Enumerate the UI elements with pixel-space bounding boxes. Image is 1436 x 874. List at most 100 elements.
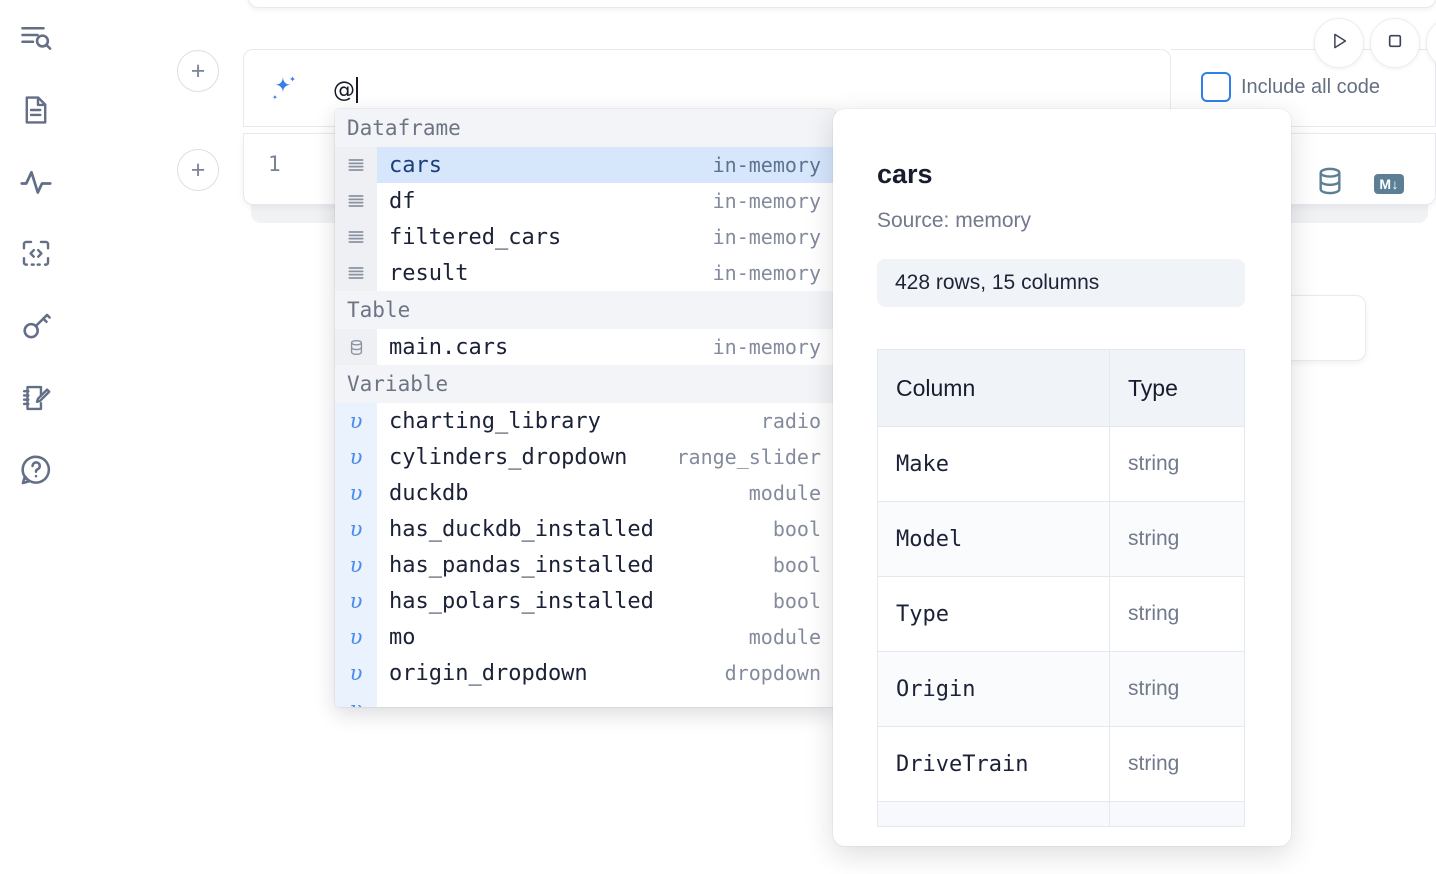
- detail-title: cars: [877, 159, 933, 189]
- autocomplete-item-name: df: [389, 188, 416, 214]
- autocomplete-group-header: Table: [335, 291, 835, 329]
- variable-upsilon-icon: υ: [335, 403, 377, 439]
- autocomplete-item-type: bool: [772, 589, 821, 613]
- stop-square-icon: [1384, 30, 1406, 57]
- sidebar-item-secrets[interactable]: [14, 304, 58, 348]
- text-caret: [356, 77, 358, 103]
- detail-column-name: Origin: [878, 652, 1110, 726]
- detail-column-name: Type: [878, 577, 1110, 651]
- include-all-code-checkbox[interactable]: [1201, 72, 1231, 102]
- autocomplete-item-body: result in-memory: [377, 255, 835, 291]
- autocomplete-group-header: Dataframe: [335, 109, 835, 147]
- detail-column-type: string: [1128, 602, 1180, 625]
- detail-column-type: string: [1128, 752, 1180, 775]
- autocomplete-item-type: range_slider: [676, 445, 822, 469]
- add-cell-above-button[interactable]: +: [177, 50, 219, 92]
- code-line-number: 1: [268, 152, 281, 176]
- autocomplete-item-type: bool: [772, 517, 821, 541]
- activity-pulse-icon: [18, 164, 54, 200]
- autocomplete-item-type: in-memory: [712, 261, 821, 285]
- dataframe-rows-icon: [335, 147, 377, 183]
- autocomplete-item[interactable]: result in-memory: [335, 255, 835, 291]
- markdown-badge[interactable]: M↓: [1374, 173, 1404, 194]
- autocomplete-item-type: in-memory: [712, 225, 821, 249]
- detail-table-header-cell: Column: [878, 350, 1110, 426]
- left-icon-rail: [0, 0, 72, 874]
- ai-prompt-input[interactable]: @: [333, 74, 358, 106]
- sidebar-item-explore[interactable]: [14, 16, 58, 60]
- key-icon: [19, 309, 53, 343]
- variable-upsilon-icon: υ: [335, 619, 377, 655]
- include-all-code-toggle[interactable]: Include all code: [1201, 72, 1380, 102]
- autocomplete-item-type: bool: [772, 553, 821, 577]
- detail-table-row-clipped: [878, 802, 1244, 827]
- database-table-icon: [335, 329, 377, 365]
- variable-upsilon-icon: υ: [335, 583, 377, 619]
- sidebar-item-snippets[interactable]: [14, 232, 58, 276]
- autocomplete-item-body: duckdb module: [377, 475, 835, 511]
- detail-column-type: string: [1128, 452, 1180, 475]
- run-button[interactable]: [1314, 18, 1364, 68]
- dataframe-rows-icon: [335, 219, 377, 255]
- add-cell-below-button[interactable]: +: [177, 149, 219, 191]
- stop-button[interactable]: [1370, 18, 1420, 68]
- detail-panel: cars Source: memory 428 rows, 15 columns…: [833, 109, 1291, 846]
- ai-prompt-value: @: [333, 77, 355, 103]
- variable-upsilon-icon: υ: [335, 511, 377, 547]
- autocomplete-item-name: cars: [389, 152, 442, 178]
- sidebar-item-scratchpad[interactable]: [14, 376, 58, 420]
- autocomplete-item-name: charting_library: [389, 408, 601, 434]
- autocomplete-item-type: module: [748, 481, 821, 505]
- sidebar-item-files[interactable]: [14, 88, 58, 132]
- detail-table-row: Make string: [878, 427, 1244, 502]
- explore-search-icon: [18, 20, 54, 56]
- detail-column-name: Model: [878, 502, 1110, 576]
- file-document-icon: [19, 93, 53, 127]
- code-brackets-icon: [19, 237, 53, 271]
- autocomplete-item-body: [377, 691, 835, 707]
- autocomplete-item-name: main.cars: [389, 334, 509, 360]
- dataframe-rows-icon: [335, 255, 377, 291]
- previous-cell[interactable]: [248, 0, 1436, 8]
- detail-table-row: Type string: [878, 577, 1244, 652]
- autocomplete-item-name: cylinders_dropdown: [389, 444, 628, 470]
- sidebar-item-help[interactable]: [14, 448, 58, 492]
- variable-upsilon-icon: υ: [335, 475, 377, 511]
- ai-sparkle-icon: [264, 72, 300, 108]
- database-icon[interactable]: [1314, 165, 1346, 202]
- dataframe-rows-icon: [335, 183, 377, 219]
- autocomplete-item-name: result: [389, 260, 469, 286]
- autocomplete-group-header: Variable: [335, 365, 835, 403]
- detail-column-name: Make: [878, 427, 1110, 501]
- sidebar-item-variables[interactable]: [14, 160, 58, 204]
- autocomplete-item-name: duckdb: [389, 480, 469, 506]
- variable-upsilon-icon: υ: [335, 547, 377, 583]
- autocomplete-item-clipped[interactable]: υ: [335, 691, 835, 707]
- detail-column-type: [1110, 802, 1244, 826]
